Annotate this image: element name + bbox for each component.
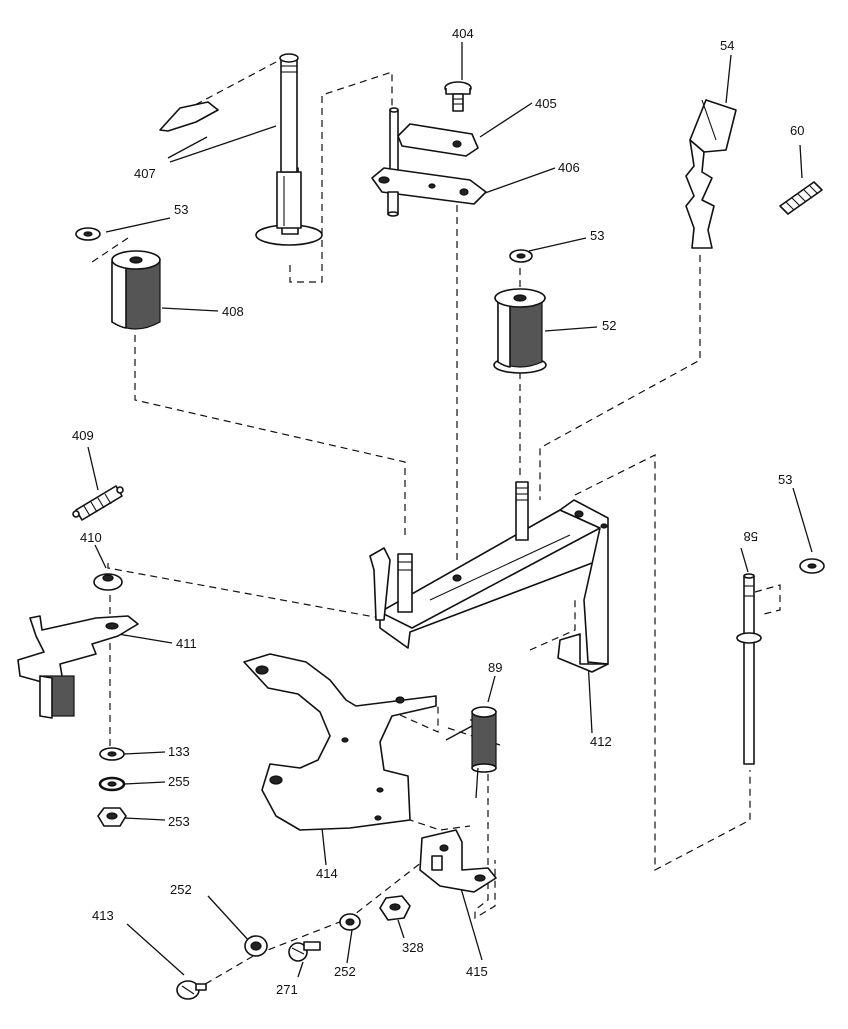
part-414-plate: [243, 653, 437, 831]
callout-89: 89: [488, 660, 502, 675]
part-252-washer-left: [244, 935, 268, 957]
part-253-nut: [97, 807, 127, 827]
part-53-left-clip: [75, 227, 101, 241]
callout-405: 405: [535, 96, 557, 111]
callout-53-right: 53: [778, 472, 792, 487]
part-52-spool: [493, 288, 547, 374]
callout-58: 58: [744, 529, 758, 544]
part-415-bracket: [419, 829, 497, 893]
callout-408: 408: [222, 304, 244, 319]
part-58-shaft: [736, 573, 762, 765]
part-404-screw: [444, 81, 472, 112]
part-411-bracket: [17, 615, 139, 719]
callout-404: 404: [452, 26, 474, 41]
part-406-lever: [371, 167, 487, 217]
callout-253: 253: [168, 814, 190, 829]
callout-413: 413: [92, 908, 114, 923]
part-409-spring: [72, 485, 124, 521]
part-255-lockwasher: [98, 776, 126, 792]
callout-409: 409: [72, 428, 94, 443]
callout-52: 52: [602, 318, 616, 333]
part-407-post: [159, 53, 323, 246]
part-53-middle-clip: [509, 249, 533, 263]
part-412-frame: [369, 481, 609, 673]
part-271-screw: [288, 941, 321, 962]
callout-406: 406: [558, 160, 580, 175]
part-89-spring: [445, 706, 497, 799]
callout-133: 133: [168, 744, 190, 759]
callout-414: 414: [316, 866, 338, 881]
callout-328: 328: [402, 940, 424, 955]
callout-415: 415: [466, 964, 488, 979]
part-408-spool: [111, 250, 161, 330]
callout-54: 54: [720, 38, 734, 53]
callout-53-middle: 53: [590, 228, 604, 243]
callout-255: 255: [168, 774, 190, 789]
part-53-right-clip: [799, 558, 825, 574]
callout-labels: 404 405 406 407 408 409 410 411 412 413 …: [72, 26, 804, 997]
part-54-tip: [685, 99, 737, 249]
callout-412: 412: [590, 734, 612, 749]
callout-60: 60: [790, 123, 804, 138]
part-413-screw: [176, 980, 207, 1000]
leader-lines: [87, 42, 813, 978]
callout-53-left: 53: [174, 202, 188, 217]
part-410-washer: [93, 573, 123, 591]
part-252-washer-right: [339, 913, 361, 931]
callout-407: 407: [134, 166, 156, 181]
part-60-spring: [779, 181, 823, 215]
callout-252-right: 252: [334, 964, 356, 979]
callout-271: 271: [276, 982, 298, 997]
callout-411: 411: [176, 636, 197, 651]
callout-252-left: 252: [170, 882, 192, 897]
part-133-washer: [99, 747, 125, 761]
part-328-nut: [379, 895, 411, 921]
callout-410: 410: [80, 530, 102, 545]
